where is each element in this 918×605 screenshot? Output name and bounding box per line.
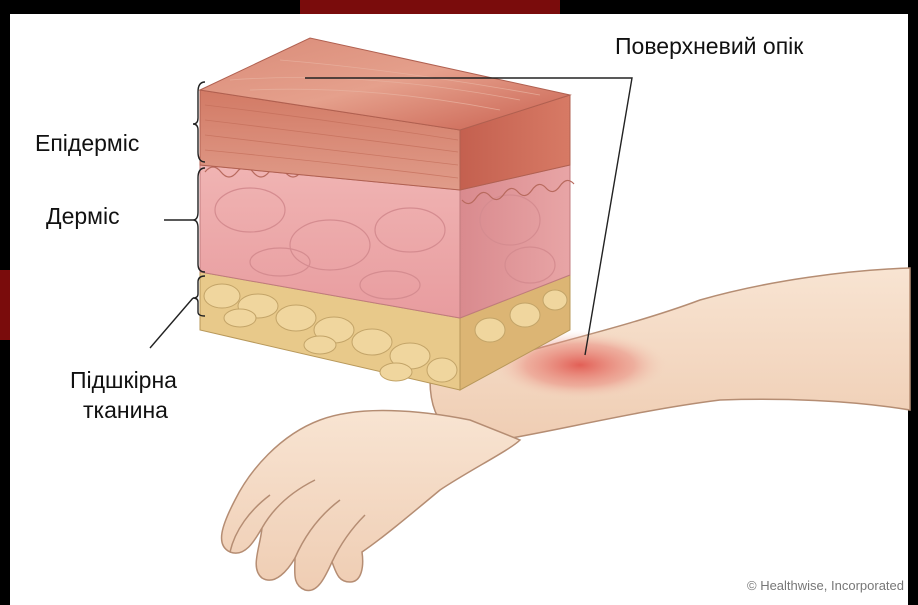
superficial-burn-label: Поверхневий опік <box>615 32 803 60</box>
dermis-label: Дерміс <box>46 202 120 230</box>
epidermis-label: Епідерміс <box>35 129 139 157</box>
subcutaneous-label-line2: тканина <box>83 396 168 424</box>
hand <box>222 411 520 591</box>
subcutaneous-label-line1: Підшкірна <box>70 366 177 394</box>
copyright-text: © Healthwise, Incorporated <box>747 578 904 593</box>
